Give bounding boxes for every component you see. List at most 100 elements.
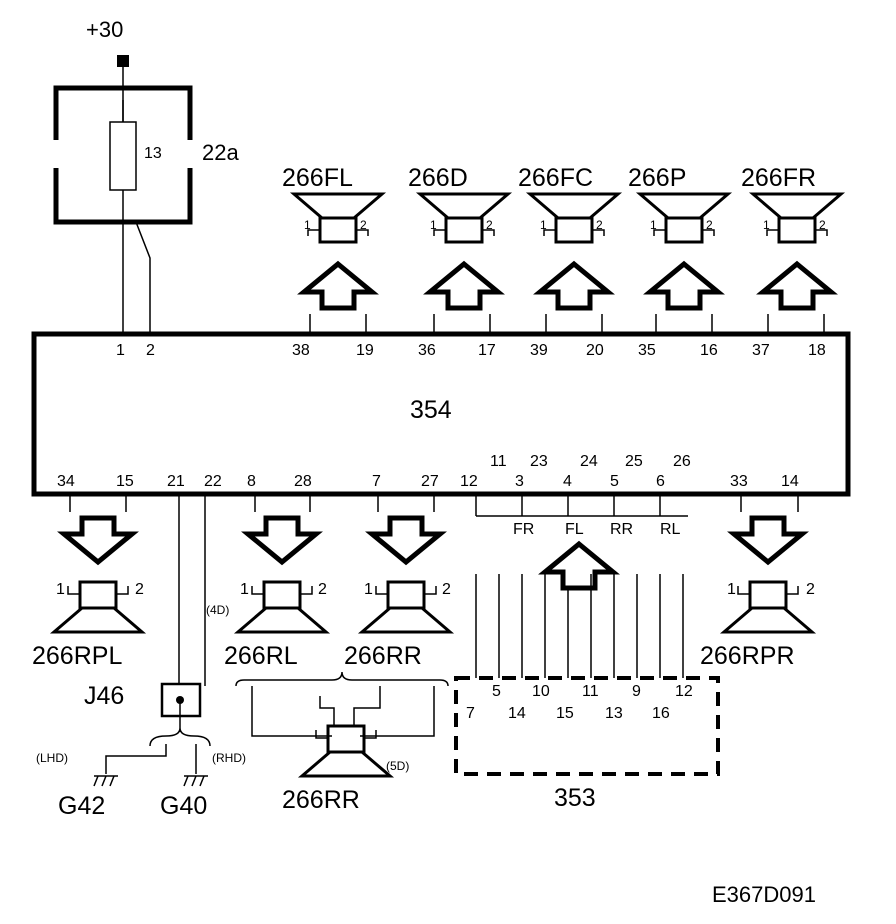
remote-unit-label: 353: [554, 784, 596, 812]
speaker-terminal: 2: [360, 218, 367, 232]
speaker-terminal: 2: [486, 218, 493, 232]
speaker-terminal: 1: [240, 581, 249, 598]
supply-terminal: [117, 55, 129, 67]
arrow-up-icon: [304, 264, 372, 308]
fader-label: RR: [610, 521, 633, 538]
unit-pin: 18: [808, 342, 826, 359]
remote-pin: 16: [652, 705, 670, 722]
unit-pin: 15: [116, 473, 134, 490]
unit-pin: 35: [638, 342, 656, 359]
figure-code: E367D091: [712, 882, 816, 907]
sub-speaker-wire: [251, 686, 435, 737]
fader-label: FR: [513, 521, 534, 538]
unit-pin: 20: [586, 342, 604, 359]
speaker-terminal: 2: [135, 581, 144, 598]
unit-pin: 24: [580, 453, 598, 470]
unit-label: 354: [410, 396, 452, 424]
remote-wiring: [475, 496, 688, 678]
ground-G40: G40: [160, 792, 207, 820]
unit-pin: 2: [146, 342, 155, 359]
speaker-terminal: 2: [806, 581, 815, 598]
speaker-terminal: 1: [650, 218, 657, 232]
unit-pin: 16: [700, 342, 718, 359]
variant-note: (LHD): [36, 751, 68, 765]
speaker-terminal: 1: [364, 581, 373, 598]
arrow-up-icon: [540, 264, 608, 308]
speaker-terminal: 1: [430, 218, 437, 232]
unit-pin: 17: [478, 342, 496, 359]
unit-pin: 3: [515, 473, 524, 490]
unit-pin: 23: [530, 453, 548, 470]
remote-pin: 15: [556, 705, 574, 722]
variant-note: (4D): [206, 603, 229, 617]
remote-pin: 14: [508, 705, 526, 722]
unit-pin: 33: [730, 473, 748, 490]
fader-label: RL: [660, 521, 681, 538]
unit-pin: 37: [752, 342, 770, 359]
unit-pin: 25: [625, 453, 643, 470]
remote-pin: 13: [605, 705, 623, 722]
fuse-number: 13: [144, 145, 162, 162]
unit-pin: 4: [563, 473, 572, 490]
unit-pin: 7: [372, 473, 381, 490]
speaker-name: 266D: [408, 164, 468, 192]
unit-pin: 34: [57, 473, 75, 490]
speaker-terminal: 1: [304, 218, 311, 232]
radio-unit-354: [31, 331, 851, 497]
speaker-name: 266FC: [518, 164, 593, 192]
unit-pin: 19: [356, 342, 374, 359]
speaker-terminal: 1: [727, 581, 736, 598]
speaker-266RPR: 266RPR: [700, 642, 795, 670]
speaker-name: 266P: [628, 164, 686, 192]
front-speaker-266FL: 266FL 1 2 38 19: [282, 164, 384, 359]
ground-G42: G42: [58, 792, 105, 820]
unit-pin: 38: [292, 342, 310, 359]
variant-note: (5D): [386, 759, 409, 773]
bottom-pin-row: 34 15 21 22 8 28 7 27 12 3 4 5 6 33 14 1…: [57, 453, 799, 490]
speaker-terminal: 2: [596, 218, 603, 232]
unit-pin: 8: [247, 473, 256, 490]
sub-speaker-wire: [319, 686, 381, 726]
fuse-13: [109, 121, 137, 191]
speaker-name: 266FR: [741, 164, 816, 192]
ground-symbol: [93, 775, 208, 787]
arrow-up-icon: [763, 264, 831, 308]
speaker-266RR: 266RR: [344, 642, 422, 670]
variant-note: (RHD): [212, 751, 246, 765]
remote-unit-353: [454, 676, 720, 776]
speaker-266RPL: 266RPL: [32, 642, 122, 670]
rear-left-wiring: [52, 496, 814, 634]
unit-pin: 1: [116, 342, 125, 359]
front-speaker-266D: 266D 1 2 36 17: [408, 164, 510, 359]
speaker-name: 266FL: [282, 164, 353, 192]
ground-lead-lhd: [105, 744, 167, 774]
supply-label: +30: [86, 17, 123, 42]
unit-pin: 36: [418, 342, 436, 359]
speaker-266RR-sub: 266RR: [282, 786, 360, 814]
speaker-terminal: 2: [318, 581, 327, 598]
speaker-terminal: 2: [706, 218, 713, 232]
unit-pin: 27: [421, 473, 439, 490]
remote-pin: 7: [466, 705, 475, 722]
unit-pin: 14: [781, 473, 799, 490]
remote-pin: 5: [492, 683, 501, 700]
fader-label: FL: [565, 521, 584, 538]
speaker-terminal: 1: [56, 581, 65, 598]
pin2-wire: [135, 221, 151, 332]
unit-pin: 21: [167, 473, 185, 490]
speaker-266RL: 266RL: [224, 642, 298, 670]
unit-pin: 6: [656, 473, 665, 490]
speaker-brace: [235, 671, 449, 687]
remote-pin: 12: [675, 683, 693, 700]
unit-pin: 11: [490, 453, 507, 470]
ground-brace: [149, 700, 211, 747]
unit-pin: 5: [610, 473, 619, 490]
fuse-box-22a: [53, 85, 193, 225]
unit-pin: 28: [294, 473, 312, 490]
remote-pin: 10: [532, 683, 550, 700]
speaker-terminal: 1: [763, 218, 770, 232]
fuse-box-label: 22a: [202, 140, 239, 165]
